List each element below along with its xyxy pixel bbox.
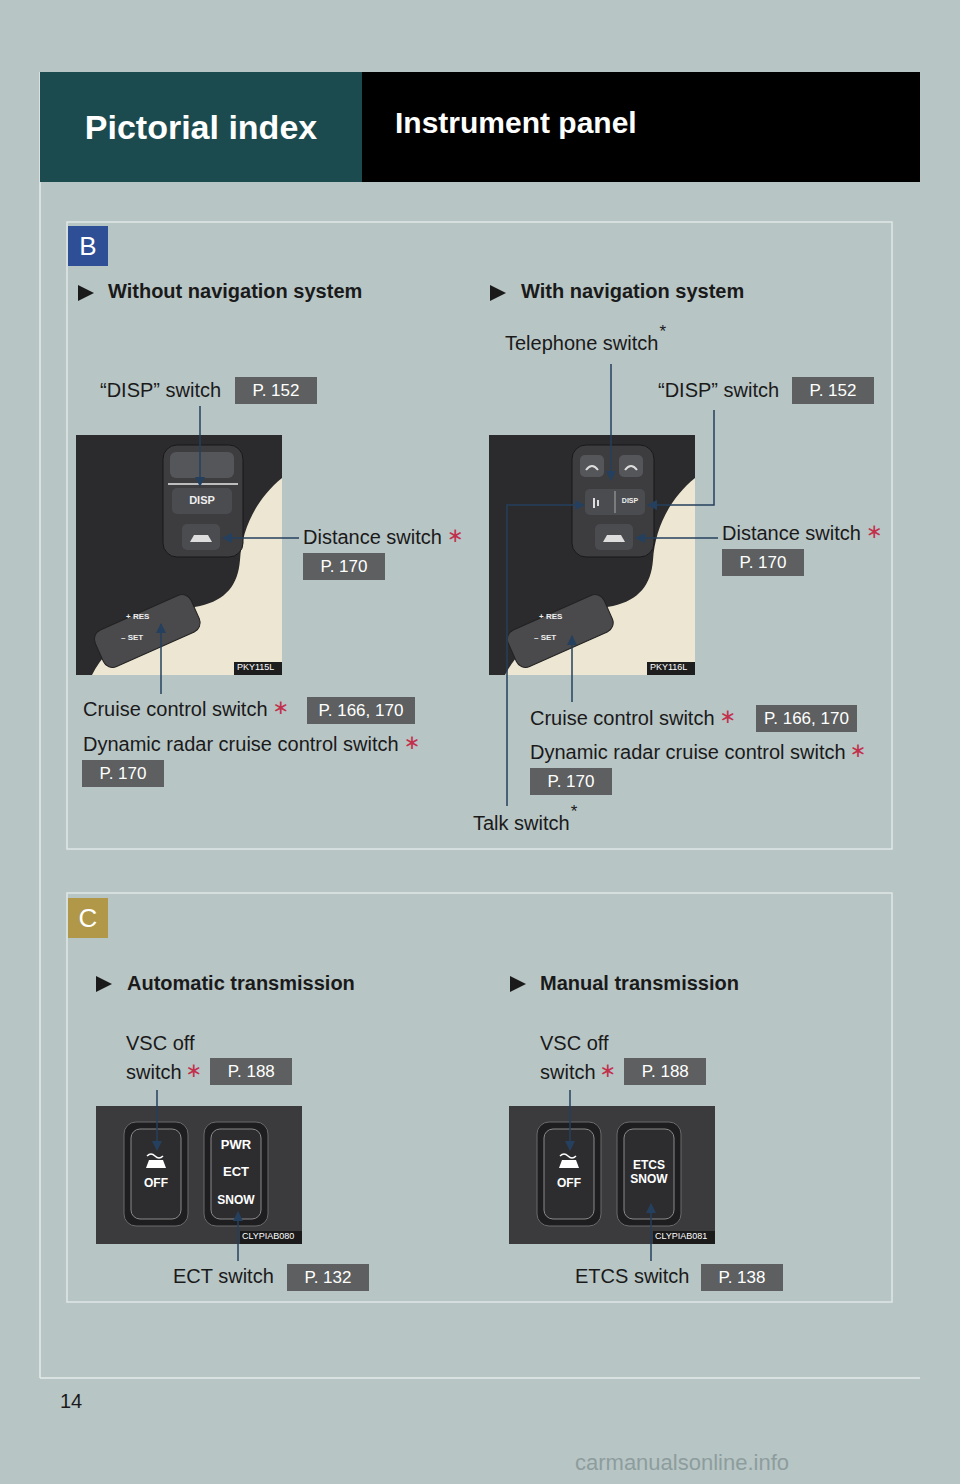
- page-reference-badge: P. 170: [303, 553, 385, 580]
- section-badge: B: [68, 226, 108, 266]
- footnote-mark: ∗: [447, 523, 464, 547]
- switch-label: Talk switch: [473, 811, 570, 835]
- page-reference: P. 170: [100, 764, 147, 784]
- switch-label: “DISP” switch: [100, 378, 221, 402]
- button-legend: OFF: [557, 1176, 581, 1190]
- section-heading: Manual transmission: [540, 971, 739, 995]
- page-reference-badge: P. 166, 170: [307, 697, 415, 724]
- section-heading: Without navigation system: [108, 279, 362, 303]
- figure-code: PKY116L: [650, 662, 687, 673]
- band-text: B: [79, 231, 96, 262]
- page-reference: P. 166, 170: [764, 709, 849, 729]
- page-reference-badge: P. 170: [82, 760, 164, 787]
- bullet: [78, 285, 94, 301]
- switch-label: Distance switch: [303, 525, 442, 549]
- footnote-mark: ∗: [273, 695, 290, 719]
- button-legend: ETCS SNOW: [627, 1158, 671, 1187]
- switch-label: Cruise control switch: [83, 697, 268, 721]
- band-text: Instrument panel: [395, 106, 637, 140]
- band-text: C: [79, 903, 98, 934]
- figure-code: CLYPIAB081: [655, 1231, 707, 1242]
- figure-code: PKY115L: [237, 662, 274, 673]
- section-heading: Automatic transmission: [127, 971, 355, 995]
- console-switch-photo: [96, 1106, 302, 1244]
- section-badge: C: [68, 898, 108, 938]
- stalk-legend: + RES: [539, 612, 562, 622]
- section-heading: With navigation system: [521, 279, 744, 303]
- switch-label: ETCS switch: [575, 1264, 689, 1288]
- footnote-mark: ∗: [404, 730, 421, 754]
- page-reference-badge: P. 170: [722, 549, 804, 576]
- stalk-legend: – SET: [121, 633, 143, 643]
- footnote-mark: *: [659, 322, 666, 342]
- switch-label: “DISP” switch: [658, 378, 779, 402]
- page-reference: P. 152: [253, 381, 300, 401]
- page-reference: P. 152: [810, 381, 857, 401]
- console-switch-photo: [509, 1106, 715, 1244]
- page-reference-badge: P. 152: [792, 377, 874, 404]
- section-panel: [67, 222, 892, 849]
- page-reference: P. 170: [740, 553, 787, 573]
- page-reference-badge: P. 138: [701, 1264, 783, 1291]
- title-band: Pictorial index: [40, 72, 362, 182]
- page-reference: P. 170: [548, 772, 595, 792]
- page-reference: P. 166, 170: [319, 701, 404, 721]
- page-reference: P. 132: [305, 1268, 352, 1288]
- watermark: carmanualsonline.info: [575, 1450, 789, 1476]
- page-frame: [40, 1377, 920, 1379]
- button-legend: OFF: [144, 1176, 168, 1190]
- footnote-mark: ∗: [720, 704, 737, 728]
- steering-switch-photo: [76, 435, 282, 675]
- section-panel: [67, 893, 892, 1302]
- page-reference-badge: P. 152: [235, 377, 317, 404]
- footnote-mark: ∗: [600, 1058, 617, 1082]
- button-legend: DISP: [622, 497, 638, 505]
- button-legend: PWR: [221, 1137, 251, 1153]
- switch-label: Distance switch: [722, 521, 861, 545]
- page-reference: P. 188: [228, 1062, 275, 1082]
- bullet: [510, 976, 526, 992]
- page-reference-badge: P. 132: [287, 1264, 369, 1291]
- footnote-mark: ∗: [186, 1058, 203, 1082]
- switch-label: Dynamic radar cruise control switch: [83, 732, 399, 756]
- switch-label: ECT switch: [173, 1264, 274, 1288]
- footnote-mark: ∗: [866, 519, 883, 543]
- steering-switch-photo: [489, 435, 695, 675]
- bullet: [96, 976, 112, 992]
- bullet: [490, 285, 506, 301]
- stalk-legend: + RES: [126, 612, 149, 622]
- switch-label: Dynamic radar cruise control switch: [530, 740, 846, 764]
- page-reference-badge: P. 188: [624, 1058, 706, 1085]
- band-text: Pictorial index: [85, 108, 317, 147]
- stalk-legend: – SET: [534, 633, 556, 643]
- switch-label: Telephone switch: [505, 331, 658, 355]
- page-reference: P. 170: [321, 557, 368, 577]
- page-number: 14: [60, 1389, 82, 1413]
- button-legend: ECT: [223, 1164, 249, 1180]
- leader-lines: [157, 364, 718, 1261]
- title-band: Instrument panel: [362, 72, 920, 182]
- page-reference: P. 188: [642, 1062, 689, 1082]
- button-legend: DISP: [189, 494, 215, 507]
- page-reference-badge: P. 188: [210, 1058, 292, 1085]
- page-reference-badge: P. 166, 170: [756, 705, 857, 732]
- page-reference-badge: P. 170: [530, 768, 612, 795]
- page-frame: [39, 72, 41, 1378]
- switch-label: Cruise control switch: [530, 706, 715, 730]
- figure-code: CLYPIAB080: [242, 1231, 294, 1242]
- footnote-mark: ∗: [850, 738, 867, 762]
- button-legend: SNOW: [217, 1193, 254, 1207]
- footnote-mark: *: [571, 802, 578, 822]
- page-reference: P. 138: [719, 1268, 766, 1288]
